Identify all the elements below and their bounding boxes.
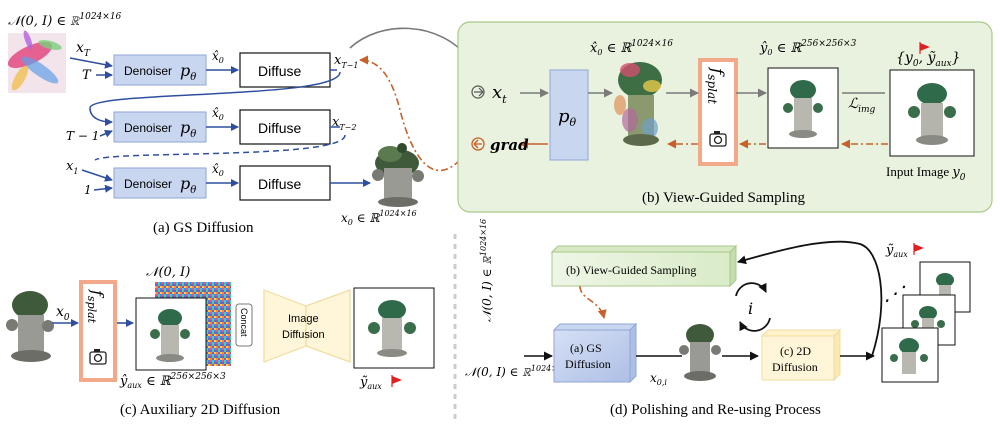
svg-text:(b) View-Guided Sampling: (b) View-Guided Sampling <box>566 263 696 277</box>
panel-a-gs-diffusion: 𝒩(0, I) ∈ ℝ1024×16 xT T Denoiser pθ x̂0 … <box>7 12 424 236</box>
t-T-label: T <box>82 68 92 83</box>
vgs-block: (b) View-Guided Sampling <box>550 244 738 288</box>
svg-text:Denoiser: Denoiser <box>124 177 172 191</box>
svg-text:Diffusion: Diffusion <box>565 357 611 371</box>
noise-vertical-label: 𝒩(0, I) ∈ ℝ1024×16 <box>479 219 494 322</box>
x-T-minus-2-label: xT−2 <box>332 115 356 132</box>
y-tilde-aux-label: ỹaux <box>359 375 382 391</box>
flag-icon <box>391 375 402 387</box>
noise-label-c: 𝒩(0, I) <box>146 265 190 280</box>
image-diffusion-block: Image Diffusion <box>263 289 351 363</box>
panel-c-caption: (c) Auxiliary 2D Diffusion <box>120 402 281 418</box>
svg-text:pθ: pθ <box>180 118 196 140</box>
connector-to-view-guided <box>349 27 471 61</box>
d2-diffusion-block: (c) 2D Diffusion <box>760 328 842 382</box>
loss-img-label: ℒimg <box>848 96 876 115</box>
t-T-minus-1-label: T − 1 <box>66 129 99 143</box>
x0-hat-label-2: x̂0 <box>212 106 224 122</box>
noise-distribution-label: 𝒩(0, I) ∈ ℝ1024×16 <box>8 12 122 29</box>
svg-text:(c) 2D: (c) 2D <box>780 344 811 358</box>
x0-hat-label-1: x̂0 <box>212 49 224 65</box>
gaussian-noise-image <box>7 30 66 93</box>
reuse-arrow <box>737 240 883 357</box>
x-1-label: x1 <box>66 159 78 176</box>
y0-hat-space-label: ŷ0 ∈ ℝ256×256×3 <box>759 39 857 57</box>
ellipsis-dots: ⋰ <box>884 281 906 305</box>
svg-text:Diffusion: Diffusion <box>772 360 818 374</box>
xt-circle-plus <box>471 85 485 99</box>
denoiser-block-1: Denoiser pθ <box>113 54 207 86</box>
svg-text:pθ: pθ <box>180 61 196 83</box>
camera-icon <box>709 131 727 147</box>
x-T-minus-1-label: xT−1 <box>334 53 358 70</box>
x-T-label: xT <box>76 40 91 59</box>
svg-text:Denoiser: Denoiser <box>124 64 172 78</box>
flag-icon <box>919 42 930 54</box>
diffuse-block-2: Diffuse <box>239 109 331 145</box>
p-theta-block: pθ <box>549 69 589 161</box>
gs-diffusion-block-d: (a) GS Diffusion <box>552 322 638 384</box>
svg-text:Denoiser: Denoiser <box>124 121 172 135</box>
noisy-gaussian-x0-image <box>614 62 662 146</box>
flag-icon <box>913 243 924 255</box>
concat-block: Concat <box>235 303 253 347</box>
panel-d-polishing-reusing: 𝒩(0, I) ∈ ℝ1024×16 (b) View-Guided Sampl… <box>465 219 971 418</box>
y-tilde-aux-image <box>353 287 435 369</box>
grad-circle-icon <box>471 137 485 151</box>
svg-text:i: i <box>748 299 753 318</box>
aux-render-image <box>135 297 207 371</box>
denoiser-block-2: Denoiser pθ <box>113 111 207 143</box>
x-t-label: xt <box>492 82 507 106</box>
svg-text:fsplat: fsplat <box>85 289 107 324</box>
panel-d-caption: (d) Polishing and Re-using Process <box>610 402 821 418</box>
iteration-loop-icon: i <box>735 282 771 332</box>
stacked-aux-image-1 <box>881 327 939 383</box>
svg-text:Diffusion: Diffusion <box>282 329 325 341</box>
svg-text:pθ: pθ <box>180 174 196 196</box>
svg-text:Image: Image <box>288 313 319 325</box>
svg-text:Diffuse: Diffuse <box>258 63 302 79</box>
y-tilde-aux-label-d: ỹaux <box>885 243 908 259</box>
input-image-label: Input Image y0 <box>886 164 966 183</box>
svg-text:Diffuse: Diffuse <box>258 176 302 192</box>
svg-text:Concat: Concat <box>239 308 249 337</box>
gs-output-object <box>372 143 424 207</box>
gs-object-x0 <box>6 291 54 362</box>
grad-label: grad <box>490 136 529 154</box>
x0-hat-space-label: x̂0 ∈ ℝ1024×16 <box>590 39 673 57</box>
denoiser-block-3: Denoiser pθ <box>113 167 207 199</box>
panel-c-auxiliary-2d-diffusion: x0 fsplat 𝒩(0, I) Concat <box>6 265 435 418</box>
diffuse-block-1: Diffuse <box>239 52 331 88</box>
x0i-label: x0,i <box>650 371 667 387</box>
grad-feedback-to-gs <box>359 55 461 172</box>
panel-b-caption: (b) View-Guided Sampling <box>642 190 805 206</box>
input-image-y0 <box>889 69 975 157</box>
y-aux-space-label: ŷaux ∈ ℝ256×256×3 <box>119 372 226 390</box>
noise-horizontal-label: 𝒩(0, I) ∈ ℝ1024×16 <box>465 364 568 379</box>
f-splat-renderer: fsplat <box>698 58 738 166</box>
gs-object-d <box>679 324 721 381</box>
diffuse-block-3: Diffuse <box>239 165 331 201</box>
svg-text:Diffuse: Diffuse <box>258 120 302 136</box>
x0-hat-label-3: x̂0 <box>212 162 224 178</box>
rendered-image-y0-hat <box>767 67 839 149</box>
panel-a-caption: (a) GS Diffusion <box>153 220 254 236</box>
panel-b-view-guided-sampling: xt pθ x̂0 ∈ ℝ1024×16 fsplat <box>457 21 993 213</box>
one-label: 1 <box>84 183 92 197</box>
x0-label: x0 <box>56 304 70 323</box>
image-set-label: {y0, ỹaux} <box>896 50 961 69</box>
svg-text:(a) GS: (a) GS <box>570 341 602 355</box>
f-splat-renderer-c: fsplat <box>79 280 117 382</box>
x0-output-label: x0 ∈ ℝ1024×16 <box>341 209 417 227</box>
svg-text:fsplat: fsplat <box>705 66 727 104</box>
camera-icon <box>89 349 107 365</box>
svg-text:pθ: pθ <box>558 106 577 129</box>
